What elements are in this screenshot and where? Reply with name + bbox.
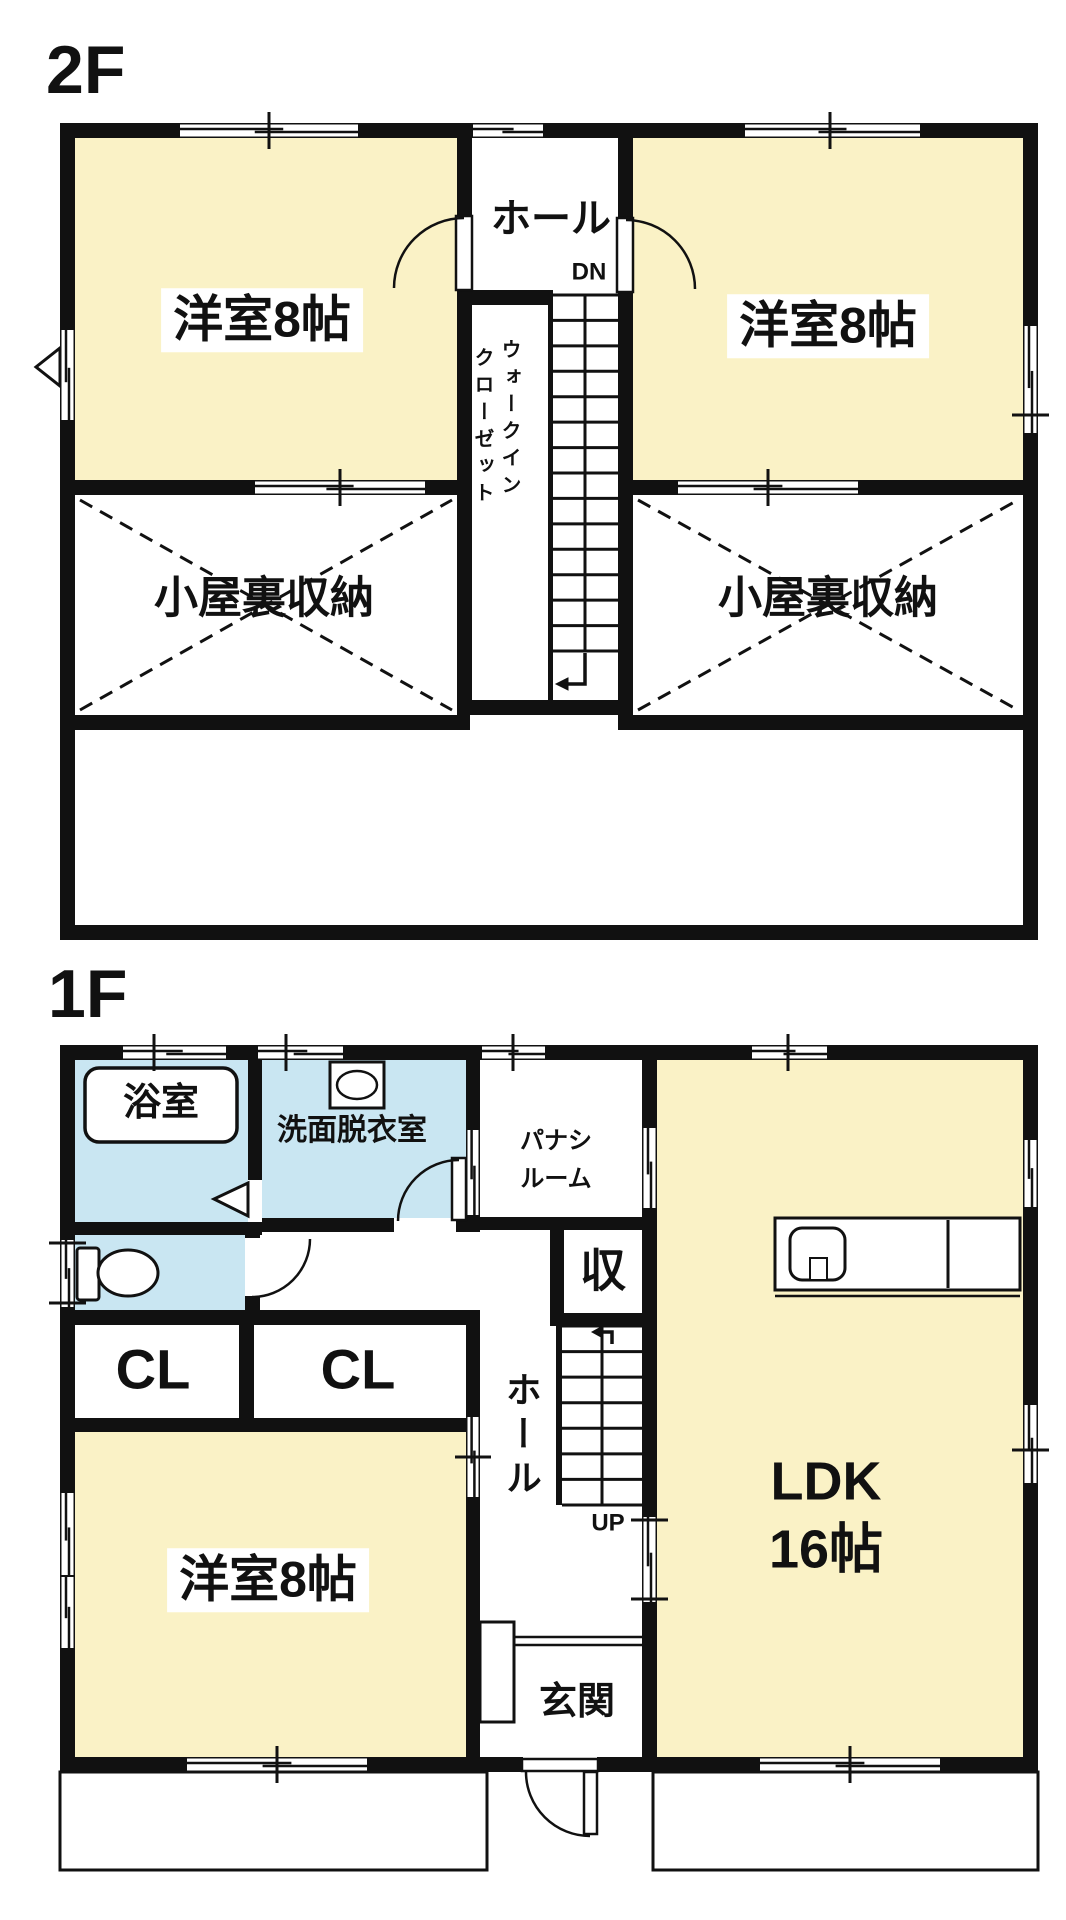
washing-machine-drum — [335, 1069, 379, 1101]
toilet-bowl — [96, 1248, 160, 1298]
wall-2f-bottom — [60, 925, 1038, 940]
porch-west — [58, 1770, 489, 1872]
stairs-1f-arrow — [603, 1330, 614, 1344]
closet-label-east: CL — [320, 1337, 396, 1401]
window-2f-east-right — [1024, 326, 1037, 433]
window-wash-top — [258, 1046, 343, 1059]
door-arc-2f-east — [625, 218, 697, 290]
wall-hall-west — [466, 1310, 480, 1757]
window-ldk-right-2 — [1024, 1405, 1037, 1483]
wall-closet-divider — [239, 1325, 254, 1418]
hall-label-2f: ホール — [491, 197, 611, 241]
wall-stair-1f-left — [556, 1326, 562, 1505]
window-room1f-left-1 — [61, 1493, 74, 1575]
floor-title-2f: 2F — [46, 32, 126, 108]
door-opening-wash — [394, 1218, 456, 1232]
door-leaf-2f-east — [615, 216, 635, 294]
room-label-2f-west-bedroom: 洋室8帖 — [161, 288, 363, 352]
wall-attic-west-bottom — [60, 715, 470, 730]
window-room1f-left-2 — [61, 1577, 74, 1648]
storage-label: 収 — [580, 1244, 626, 1297]
wall-wic-stair — [548, 305, 553, 700]
window-ldk-right-1 — [1024, 1140, 1037, 1207]
wall-2f-center-west — [457, 123, 472, 715]
wall-bath-wash — [248, 1060, 262, 1180]
window-entrance-east — [643, 1517, 656, 1602]
wall-2f-center-east — [618, 123, 633, 715]
window-2f-west-left — [61, 330, 74, 420]
attic-storage-label-west: 小屋裏収納 — [154, 573, 374, 623]
door-arc-entrance — [524, 1771, 591, 1838]
toilet-tank — [75, 1246, 101, 1302]
door-leaf-entrance — [582, 1770, 599, 1836]
wall-storage-bottom — [550, 1313, 657, 1326]
wall-wic-top — [457, 290, 553, 305]
bathroom-label: 浴室 — [122, 1082, 200, 1125]
bathtub — [83, 1066, 239, 1144]
wall-closet-top — [60, 1310, 480, 1325]
door-slab-entrance — [520, 1757, 600, 1773]
ldk-fill — [657, 1060, 1023, 1757]
wall-bath-toilet — [60, 1222, 262, 1235]
wall-2f-center-bottom — [457, 700, 633, 715]
wall-2f-left — [60, 123, 75, 940]
entrance-label: 玄関 — [538, 1681, 616, 1724]
door-arc-2f-west — [392, 216, 465, 289]
slider-panashi-east — [643, 1128, 656, 1208]
wic-label-line1: ウォークイン — [498, 339, 520, 501]
window-2f-hall-top — [473, 124, 543, 137]
wall-closet-bottom — [60, 1418, 480, 1432]
closet-label-west: CL — [115, 1337, 191, 1401]
window-bath-top — [123, 1046, 226, 1059]
wall-panashi-bottom — [466, 1217, 657, 1230]
door-opening-toilet — [245, 1238, 260, 1296]
window-toilet-left — [61, 1240, 74, 1307]
ldk-label: LDK 16帖 — [768, 1451, 884, 1580]
wall-attic-east-bottom — [618, 715, 1038, 730]
floor-title-1f: 1F — [48, 956, 128, 1032]
folding-door-bath — [210, 1180, 250, 1219]
door-arc-toilet — [251, 1238, 312, 1299]
shoe-cabinet — [478, 1620, 516, 1724]
wall-2f-right — [1023, 123, 1038, 940]
room-label-1f-bedroom: 洋室8帖 — [167, 1548, 369, 1612]
stairs-1f-arrowhead — [590, 1325, 604, 1339]
room-label-2f-east-bedroom: 洋室8帖 — [727, 294, 929, 358]
stairs-dn-label: DN — [571, 258, 607, 286]
door-arc-wash — [396, 1158, 460, 1222]
door-leaf-2f-west — [454, 214, 474, 292]
stairs-2f-arrowhead — [554, 677, 569, 691]
stairs-2f-arrow — [568, 653, 587, 686]
stairs-up-label: UP — [591, 1509, 625, 1537]
window-2f-east-top — [745, 124, 920, 137]
kitchen-faucet — [809, 1257, 828, 1281]
attic-east-diag-2 — [637, 498, 1019, 712]
wall-1f-left — [60, 1045, 75, 1772]
washroom-label: 洗面脱衣室 — [277, 1114, 427, 1147]
marker-2f-west-wall — [33, 344, 62, 390]
wall-storage-left — [550, 1230, 564, 1326]
door-leaf-wash — [450, 1156, 468, 1222]
wic-label-line2: クローゼット — [471, 347, 493, 509]
slider-wash-east — [467, 1130, 479, 1215]
porch-east — [651, 1770, 1040, 1872]
hall-label-1f: ホール — [500, 1371, 542, 1503]
panashi-room-label: パナシ ルーム — [520, 1127, 592, 1193]
attic-storage-label-east: 小屋裏収納 — [718, 573, 938, 623]
attic-west-diag-2 — [79, 498, 453, 712]
